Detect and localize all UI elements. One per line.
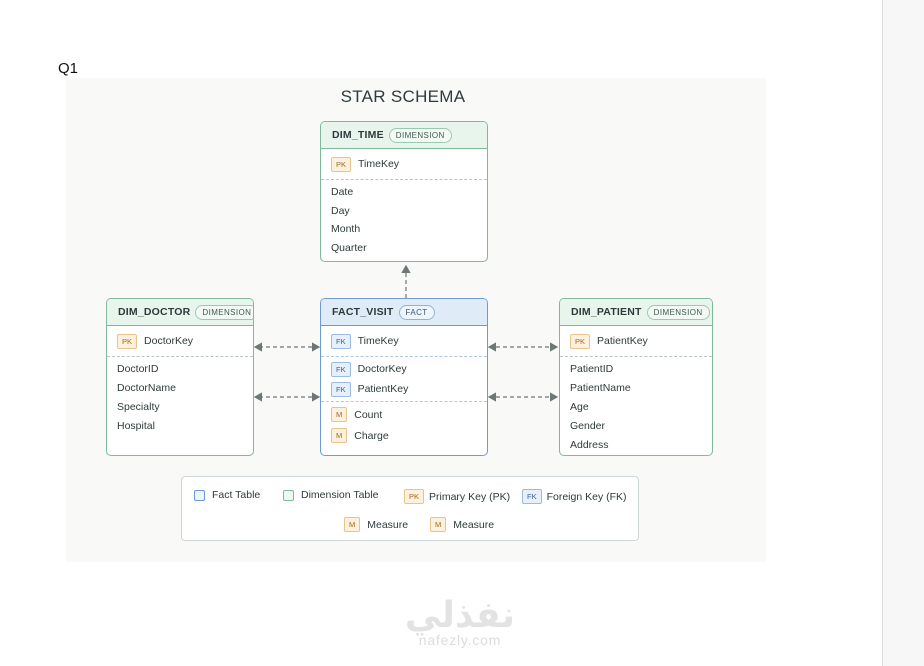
legend-item-pk: PK Primary Key (PK) [404,489,510,504]
primary-key-row: PK TimeKey [321,149,487,179]
fact-swatch-icon [194,489,205,501]
measure-row: M Count [321,404,487,425]
table-name: DIM_TIME [332,129,384,141]
pk-badge: PK [117,333,138,349]
divider [321,356,487,357]
table-header: DIM_PATIENT DIMENSION [560,299,712,326]
foreign-key-row: FK PatientKey [321,379,487,399]
legend-item-measure: M Measure [344,517,408,532]
legend-label: Dimension Table [301,489,379,501]
column-name: TimeKey [357,335,399,347]
column-name: Charge [354,429,389,442]
measure-row: M Charge [321,425,487,446]
column-row: DoctorName [117,381,176,394]
legend-item-measure: M Measure [430,517,494,532]
foreign-key-row: FK TimeKey [321,326,487,356]
column-row: Month [331,223,361,236]
fk-badge: FK [331,361,351,377]
table-type-tag: FACT [398,304,435,320]
table-fact-visit: FACT_VISIT FACT FK TimeKey FK DoctorKey … [320,298,488,456]
column-name: PatientKey [357,383,409,395]
measure-badge: M [344,517,361,532]
table-name: DIM_DOCTOR [118,306,191,318]
divider [560,356,712,357]
column-name: Count [354,408,383,421]
legend-label: Measure [367,518,409,531]
column-row: DoctorID [117,362,159,375]
document-page: Q1 STAR SCHEMA DIM_TIME DIMENSION PK Tim… [58,60,713,649]
legend-item-fact: Fact Table [194,489,260,501]
primary-key-row: PK PatientKey [560,326,712,356]
legend: Fact Table Dimension Table PK Primary Ke… [181,476,639,541]
column-name: TimeKey [358,158,400,170]
question-label: Q1 [58,60,79,77]
primary-key-row: PK DoctorKey [107,326,253,356]
column-row: Quarter [331,241,367,254]
diagram-title: STAR SCHEMA [340,87,466,106]
pk-badge: PK [331,156,352,172]
column-row: Date [331,186,354,199]
measure-badge: M [331,428,348,443]
watermark: نفذلي nafezly.com [400,595,520,649]
table-header: FACT_VISIT FACT [321,299,487,326]
legend-label: Measure [453,518,495,531]
column-name: DoctorKey [144,335,194,347]
table-dim-doctor: DIM_DOCTOR DIMENSION PK DoctorKey Doctor… [106,298,254,456]
table-dim-patient: DIM_PATIENT DIMENSION PK PatientKey Pati… [559,298,713,456]
column-row: PatientName [570,381,631,394]
pk-badge: PK [404,489,425,504]
legend-label: Fact Table [212,489,261,501]
fk-badge: FK [331,333,351,349]
divider [107,356,253,357]
table-name: DIM_PATIENT [571,306,642,318]
column-row: Age [570,400,589,413]
pk-badge: PK [570,333,591,349]
foreign-key-row: FK DoctorKey [321,359,487,379]
table-type-tag: DIMENSION [388,127,452,143]
fk-badge: FK [331,381,351,397]
column-name: PatientKey [597,335,648,347]
dimension-swatch-icon [283,489,294,501]
legend-item-dimension: Dimension Table [283,489,378,501]
divider [321,179,487,180]
divider [321,401,487,402]
measure-badge: M [331,407,348,422]
table-type-tag: DIMENSION [646,304,710,320]
right-scroll-panel [882,0,924,666]
table-type-tag: DIMENSION [195,304,253,320]
table-dim-time: DIM_TIME DIMENSION PK TimeKey Date Day M… [320,121,488,262]
connector-lines [253,264,559,402]
table-name: FACT_VISIT [332,306,394,318]
table-header: DIM_DOCTOR DIMENSION [107,299,253,326]
column-row: Day [331,204,350,217]
measure-badge: M [430,517,447,532]
column-row: Hospital [117,419,155,432]
column-row: PatientID [570,362,614,375]
legend-label: Primary Key (PK) [429,490,511,503]
watermark-url: nafezly.com [418,632,502,648]
column-name: DoctorKey [357,363,407,375]
table-header: DIM_TIME DIMENSION [321,122,487,149]
legend-item-fk: FK Foreign Key (FK) [522,489,627,504]
legend-label: Foreign Key (FK) [546,490,627,503]
fk-badge: FK [522,489,542,504]
column-row: Gender [570,419,606,432]
column-row: Specialty [117,400,160,413]
column-row: Address [570,438,609,451]
watermark-arabic-text: نفذلي [404,595,516,636]
